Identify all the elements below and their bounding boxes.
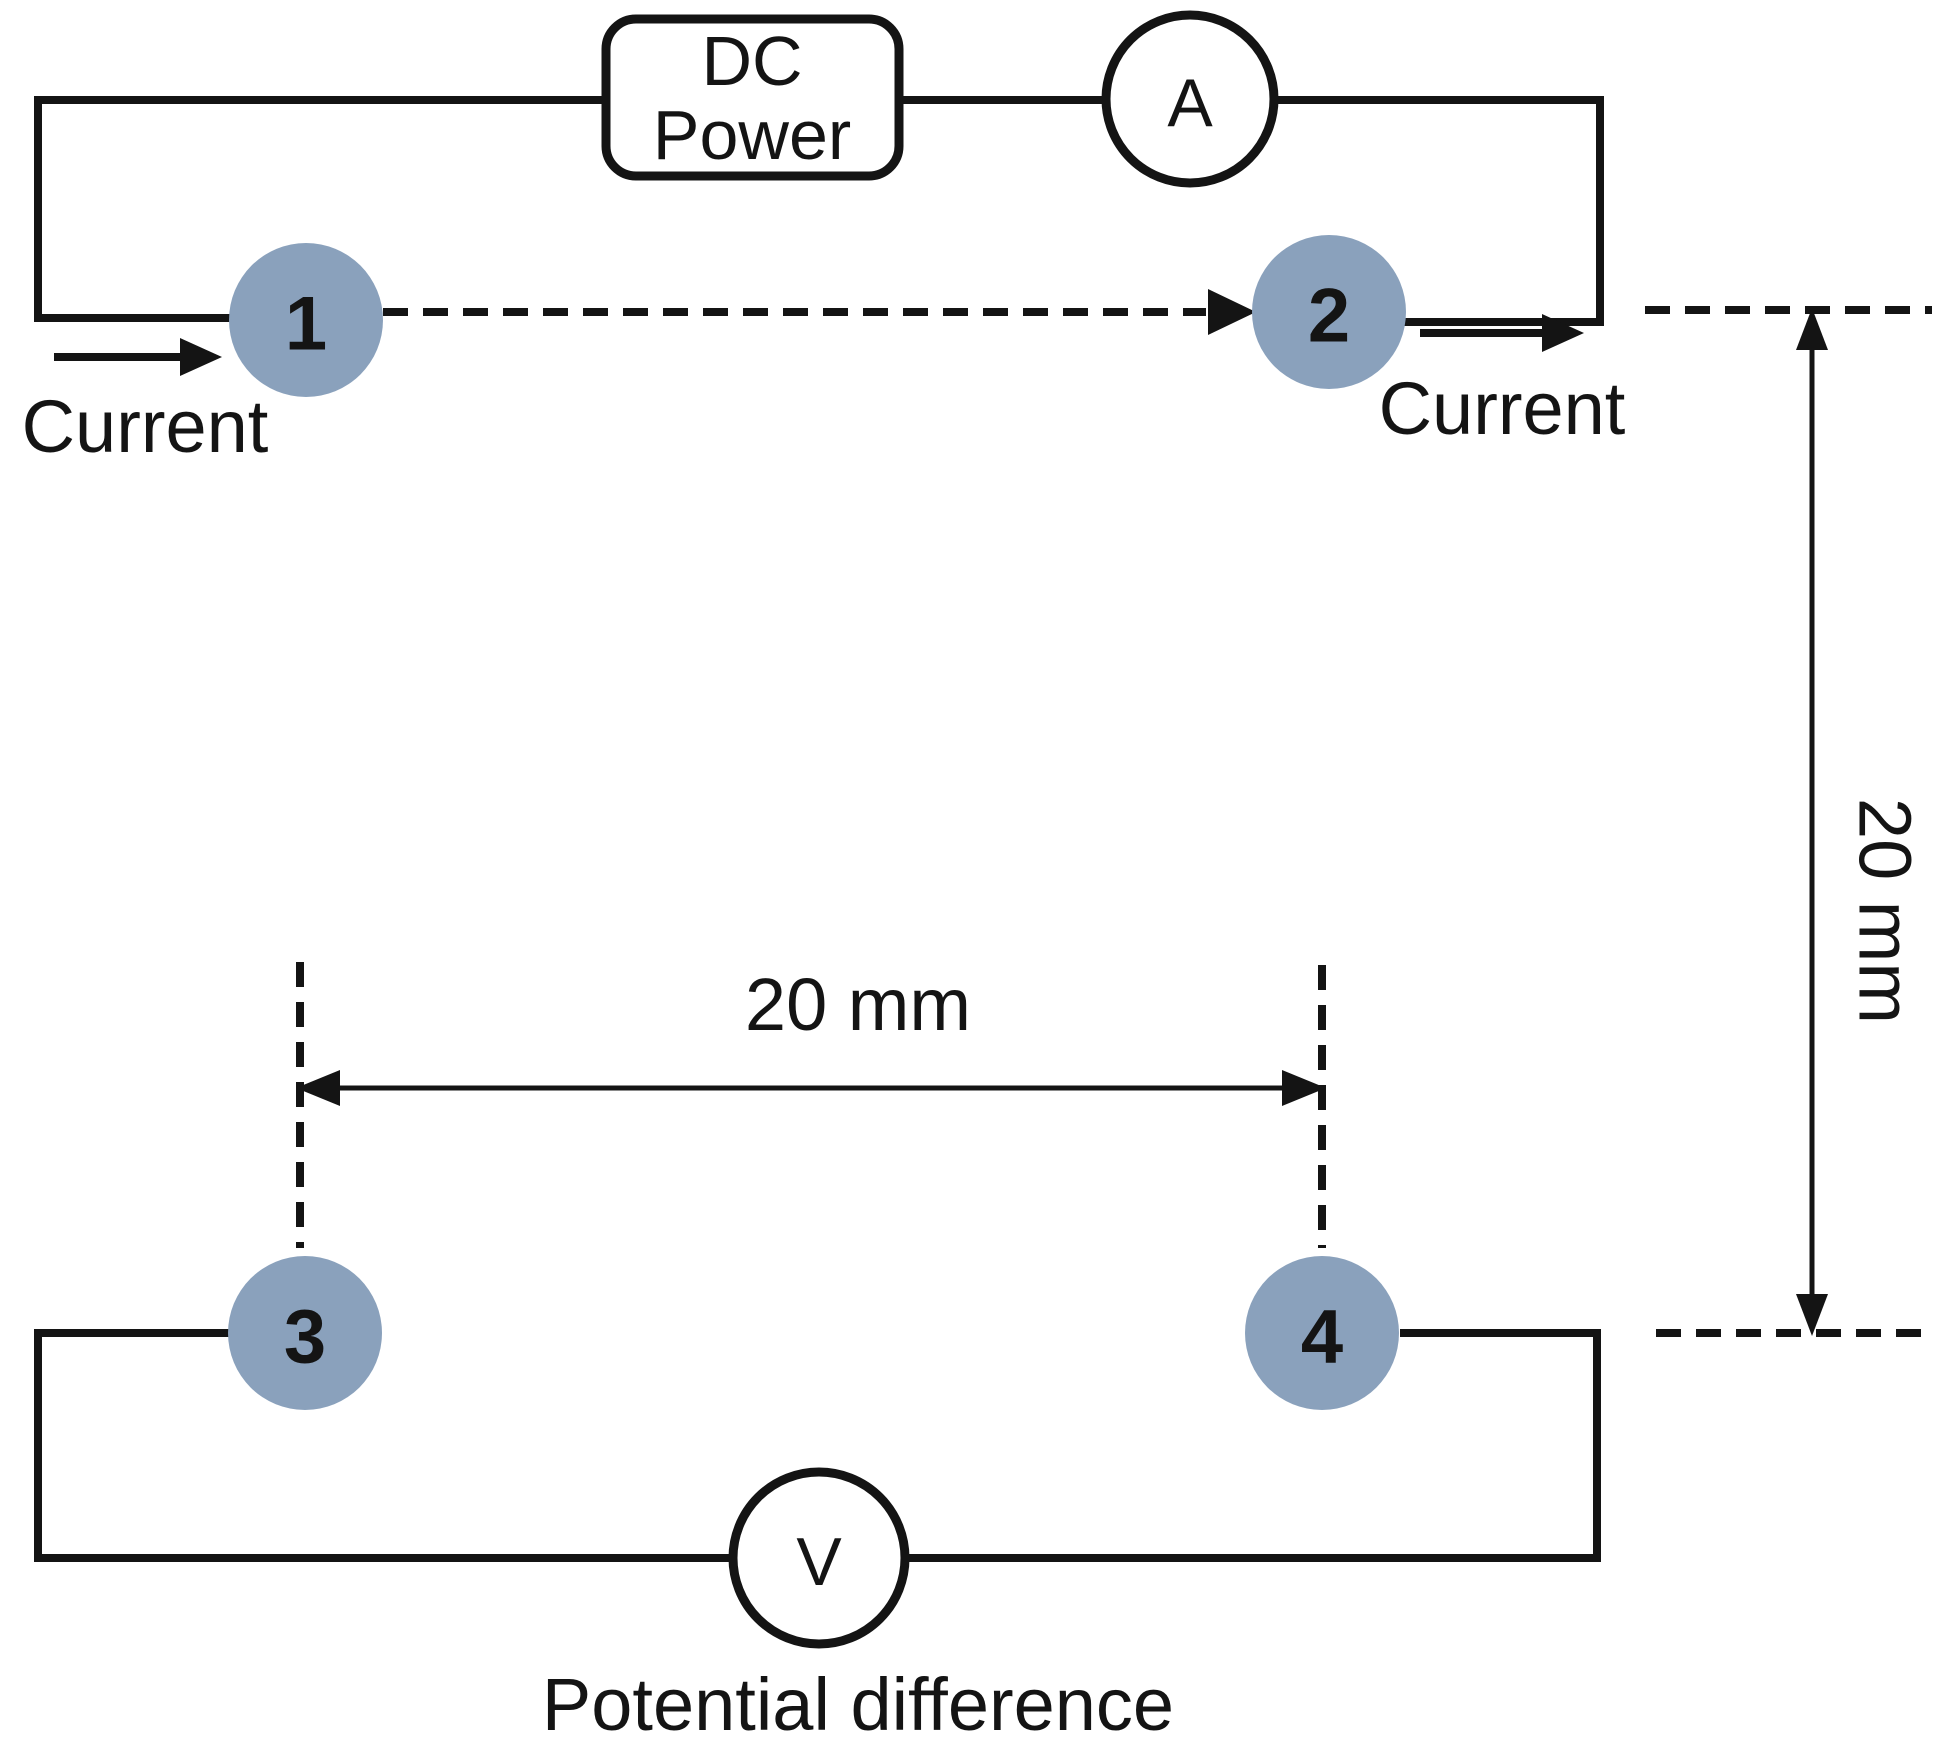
vertical-dimension-arrow-down-icon: [1796, 1294, 1828, 1336]
vertical-dimension-arrow-up-icon: [1796, 308, 1828, 350]
dc-power-label-line2: Power: [653, 96, 851, 174]
dc-power-label-line1: DC: [701, 22, 802, 100]
electrode-4-circle: [1245, 1256, 1399, 1410]
current-label-right: Current: [1379, 367, 1626, 450]
electrode-3-circle: [228, 1256, 382, 1410]
dc-power-box: [601, 14, 904, 181]
current-arrow-right-icon: [1542, 314, 1584, 352]
horizontal-dimension-arrow-right-icon: [1282, 1070, 1326, 1106]
horizontal-dimension-arrow-left-icon: [296, 1070, 340, 1106]
probe-current-arrowhead-icon: [1208, 289, 1256, 335]
vertical-spacing-label: 20 mm: [1844, 798, 1927, 1024]
electrode-2-label: 2: [1308, 274, 1350, 359]
current-label-left: Current: [22, 385, 269, 468]
electrode-1-circle: [229, 243, 383, 397]
electrode-3-label: 3: [284, 1295, 326, 1380]
electrode-4-label: 4: [1301, 1295, 1343, 1380]
electrode-1-label: 1: [285, 282, 327, 367]
horizontal-spacing-label: 20 mm: [745, 963, 971, 1046]
electrode-2-circle: [1252, 235, 1406, 389]
ammeter-circle: [1101, 10, 1279, 188]
current-arrow-left-icon: [180, 338, 222, 376]
voltmeter-label: V: [796, 1524, 842, 1600]
ammeter-label: A: [1167, 65, 1213, 141]
voltmeter-circle: [728, 1467, 910, 1649]
wire-top-left-loop: [34, 96, 606, 322]
potential-difference-label: Potential difference: [542, 1663, 1174, 1746]
